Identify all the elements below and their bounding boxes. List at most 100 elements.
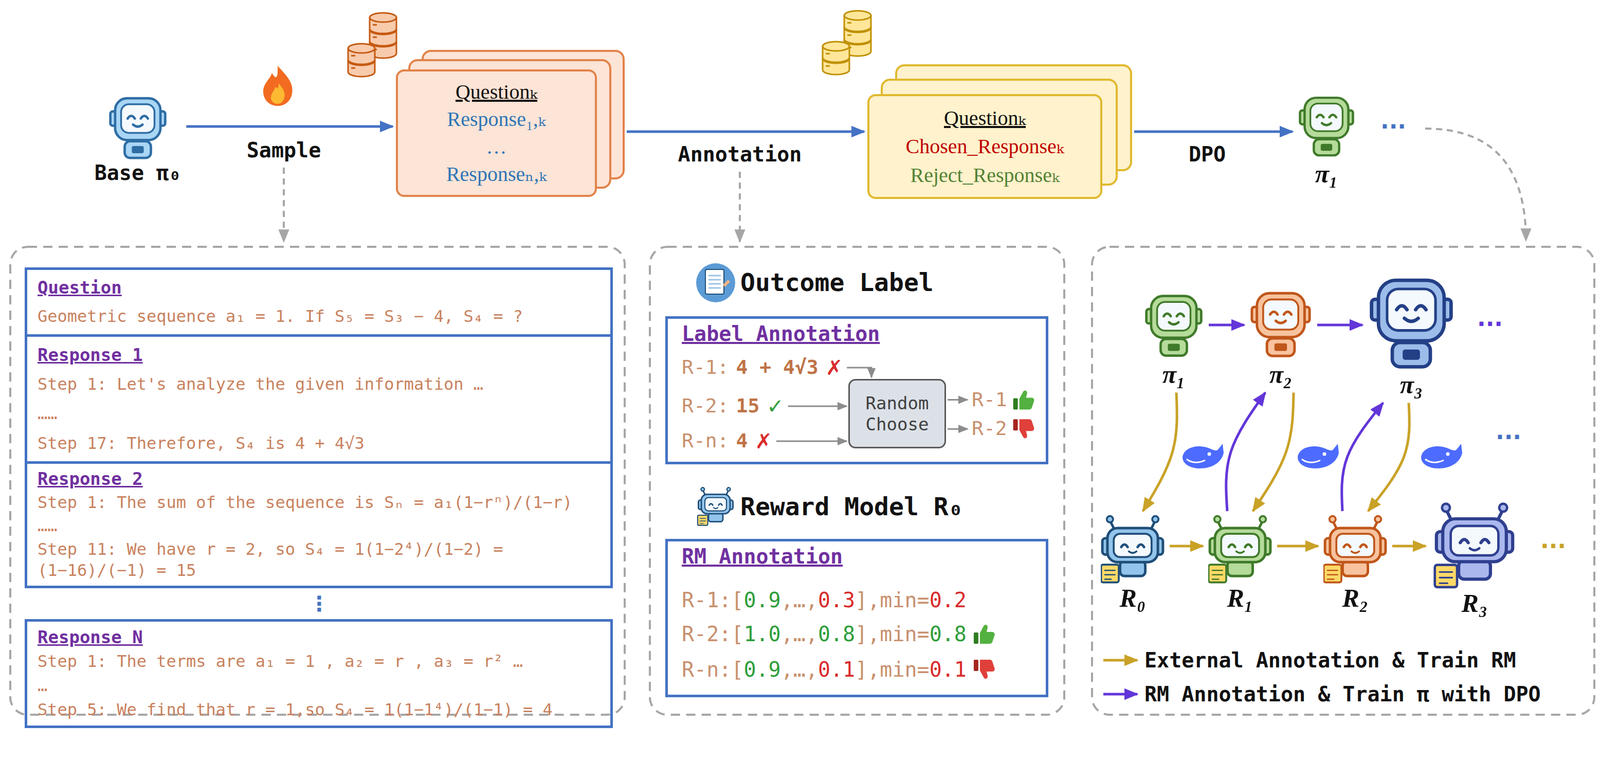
policy-robot: π₃: [1365, 275, 1458, 400]
graphic-part: [1151, 296, 1197, 338]
graphic-part: [1320, 143, 1333, 151]
flow-arrow: [1142, 392, 1177, 512]
graphic-part: [1304, 97, 1349, 138]
database-icon: [348, 12, 397, 77]
graphic-part: [1152, 516, 1159, 523]
legend-text: External Annotation & Train RM: [1144, 647, 1516, 673]
annotation-text: 0.9: [743, 657, 781, 682]
graphic-part: [1351, 551, 1360, 553]
graphic-part: [1329, 114, 1337, 118]
graphic-part: [1299, 97, 1353, 156]
graphic-part: [121, 104, 155, 134]
graphic-part: [127, 115, 135, 119]
graphic-part: [270, 83, 285, 104]
thumb-up-icon: [973, 624, 995, 644]
graphic-part: [1212, 569, 1223, 571]
graphic-part: [1228, 544, 1235, 548]
graphic-part: [1374, 516, 1381, 523]
graphic-part: [1396, 305, 1407, 311]
robot-label: R₀: [1119, 583, 1147, 614]
graphic-part: [1163, 313, 1171, 317]
robot-icon: [1297, 92, 1356, 160]
graphic-part: [348, 43, 375, 53]
text-row: R-n:[0.9,…,0.1],min=0.1: [681, 657, 967, 682]
database-icon: [822, 10, 871, 75]
robot-label: R₂: [1342, 583, 1369, 614]
graphic-part: [1104, 578, 1112, 580]
choose-box: Random Choose: [848, 378, 947, 449]
flow-arrow: [1392, 544, 1426, 548]
graphic-part: [1321, 122, 1332, 125]
choice-arrow: [947, 398, 968, 401]
graphic-part: [140, 115, 149, 119]
robot-icon: [1249, 287, 1313, 360]
graphic-part: [263, 65, 293, 106]
annotation-text: R-n:: [681, 429, 730, 453]
text-row: R-n:4✗: [681, 428, 773, 454]
robot-label: R₃: [1461, 588, 1488, 619]
graphic-part: [705, 269, 724, 295]
flow-arrow: [1134, 130, 1293, 134]
graphic-part: [1157, 301, 1191, 331]
annotation-text: R-1: [971, 388, 1008, 412]
annotation-text: 0.8: [817, 621, 856, 647]
annotation-text: R-2:[: [681, 621, 744, 647]
step-text: ……: [37, 403, 600, 425]
graphic-part: [1104, 569, 1116, 571]
label-wrap: ···: [1495, 425, 1522, 449]
graphic-part: [1499, 503, 1507, 512]
graphic-part: [700, 487, 705, 492]
legend-item: External Annotation & Train RM: [1144, 647, 1516, 673]
graphic-part: [1434, 503, 1513, 588]
graphic-part: [973, 632, 979, 644]
card-heading: Questionₖ: [943, 106, 1026, 131]
annotation-text: R-1:[: [681, 587, 744, 613]
graphic-part: [1259, 516, 1266, 523]
robot-label: π₂: [1269, 359, 1293, 390]
graphic-part: [1460, 539, 1468, 543]
graphic-part: [844, 10, 871, 21]
label-wrap: ···: [1540, 534, 1567, 558]
graphic-part: [1330, 528, 1381, 562]
annotation-text: R-2: [971, 416, 1008, 441]
flow-arrow: [1277, 544, 1319, 548]
flow-arrow: [1341, 403, 1384, 512]
annotation-text: ],min=: [855, 621, 930, 647]
robot-icon: [1367, 275, 1456, 371]
graphic-part: [1137, 544, 1144, 548]
reward-robot: R₂: [1321, 514, 1390, 614]
label-box: Random ChooseOutcome LabelLabel Annotati…: [665, 316, 1049, 465]
dashed-leader: [738, 171, 741, 242]
graphic-part: [1378, 280, 1445, 341]
annotation-text: 0.1: [929, 657, 967, 682]
edge-label: DPO: [1186, 141, 1228, 167]
sample-stack: QuestionₖResponse₁,ₖ…Responseₙ,ₖ: [395, 69, 597, 197]
robot-icon: [1323, 514, 1388, 584]
choice-arrow: [947, 428, 968, 430]
annotation-text: ✓: [766, 393, 785, 419]
legend-arrow: [1103, 659, 1138, 662]
graphic-part: [1297, 443, 1339, 469]
graphic-part: [1104, 574, 1116, 576]
annotation-text: ✗: [825, 355, 844, 380]
graphic-part: [1186, 459, 1206, 463]
graphic-part: [1013, 398, 1018, 410]
graphic-part: [847, 34, 852, 36]
thumb-down-icon: [1013, 419, 1035, 439]
flow-arrow: [1208, 323, 1245, 327]
section-heading: Question: [37, 276, 600, 299]
step-text: Step 1: The sum of the sequence is Sₙ = …: [37, 492, 600, 514]
legend-item: RM Annotation & Train π with DPO: [1144, 681, 1541, 707]
graphic-part: [696, 263, 736, 303]
annotation-text: ,…,: [780, 587, 818, 613]
section-heading: Response N: [37, 626, 600, 649]
graphic-part: [1323, 516, 1386, 583]
step-text: Geometric sequence a₁ = 1. If S₅ = S₃ − …: [37, 305, 600, 328]
graphic-part: [1269, 311, 1278, 315]
graphic-part: [708, 503, 713, 506]
dashed-panel: [10, 246, 625, 715]
annotation-text: R-2:: [681, 394, 730, 418]
graphic-part: [1442, 503, 1450, 512]
